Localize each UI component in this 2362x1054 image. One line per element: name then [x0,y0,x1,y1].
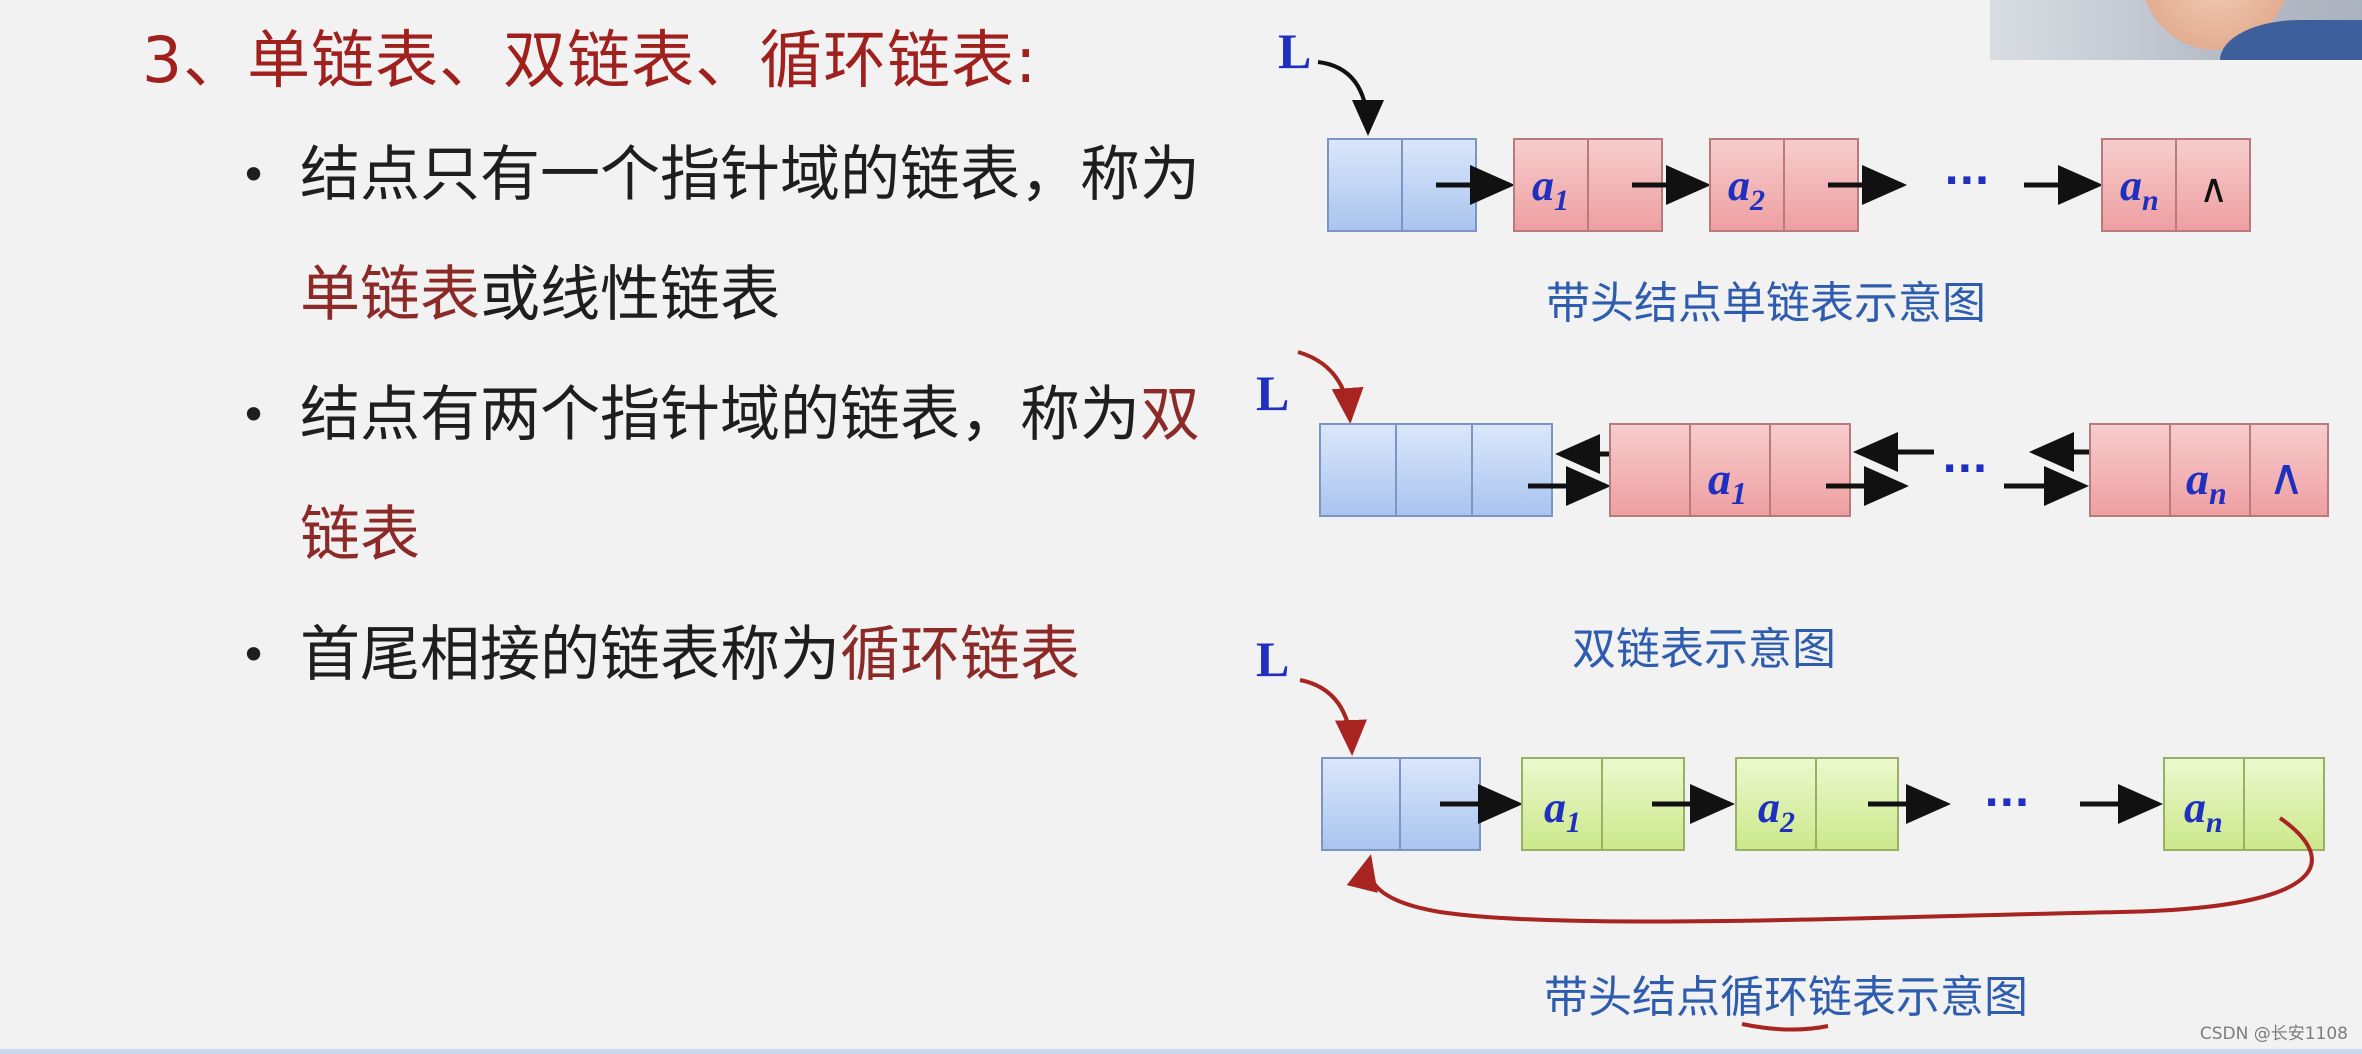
bullet-icon: • [240,628,268,682]
head-pointer-label: L [1256,631,1289,687]
bullet-item-circular: • 首尾相接的链表称为循环链表 [230,595,1230,715]
single-list-caption: 带头结点单链表示意图 [1546,278,1986,329]
caption-underline-mark [1741,1022,1829,1032]
node-label: an [2184,783,2223,839]
bullet-highlight: 循环链表 [840,620,1080,690]
ellipsis: ··· [1944,158,1990,204]
bullet-icon: • [240,148,268,202]
node-label: an [2120,161,2159,217]
head-node [1321,757,1481,851]
ellipsis: ··· [1942,446,1988,492]
data-node-a1: a1 [1513,138,1663,232]
bullet-item-double: • 结点有两个指针域的链表，称为双链表 [230,355,1230,595]
bullet-text: 结点只有一个指针域的链表，称为 [300,140,1200,210]
head-node [1319,423,1553,517]
bullet-highlight: 双链表 [300,380,1200,570]
bullet-text-tail: 或线性链表 [480,260,780,330]
bullet-highlight: 单链表 [300,260,480,330]
data-node-an: an ∧ [2101,138,2251,232]
null-pointer: ∧ [2199,166,2228,212]
bullet-item-single: • 结点只有一个指针域的链表，称为单链表或线性链表 [230,115,1230,355]
head-pointer-label: L [1278,23,1311,79]
circular-list-diagram: L a1 a2 ··· an 带头结点循环链表示意图 [1256,631,2325,1032]
slide-title: 3、单链表、双链表、循环链表: [142,24,1038,97]
node-label: a1 [1708,453,1747,511]
head-pointer-label: L [1256,365,1289,421]
head-pointer-arrow [1297,350,1364,424]
double-list-diagram: L a1 ··· an ∧ 双链表示意图 [1256,350,2329,675]
bullet-icon: • [240,388,268,442]
node-label: a1 [1544,783,1581,839]
bullet-text: 结点有两个指针域的链表，称为 [300,380,1140,450]
double-list-caption: 双链表示意图 [1572,624,1836,675]
webcam-overlay [1990,0,2362,60]
node-label: a1 [1532,161,1569,217]
null-pointer: ∧ [2268,448,2305,506]
ellipsis: ··· [1984,780,2030,826]
data-node-a1: a1 [1521,757,1685,851]
bullet-list: • 结点只有一个指针域的链表，称为单链表或线性链表 • 结点有两个指针域的链表，… [230,115,1230,715]
data-node-an: an ∧ [2089,423,2329,517]
bullet-text: 首尾相接的链表称为 [300,620,840,690]
single-list-diagram: L a1 a2 ··· an ∧ 带头结点单链表示意图 [1278,23,2251,329]
data-node-an: an [2163,757,2325,851]
node-label: a2 [1728,161,1765,217]
circular-back-arrow [1346,816,2314,924]
data-node-a1: a1 [1609,423,1851,517]
node-label: an [2186,453,2227,511]
circular-list-caption: 带头结点循环链表示意图 [1544,972,2028,1023]
watermark: CSDN @长安1108 [2199,1024,2348,1044]
node-label: a2 [1758,783,1795,839]
bottom-bar [0,1049,2362,1054]
head-node [1327,138,1477,232]
head-pointer-arrow [1299,678,1367,756]
head-pointer-arrow [1317,60,1384,136]
